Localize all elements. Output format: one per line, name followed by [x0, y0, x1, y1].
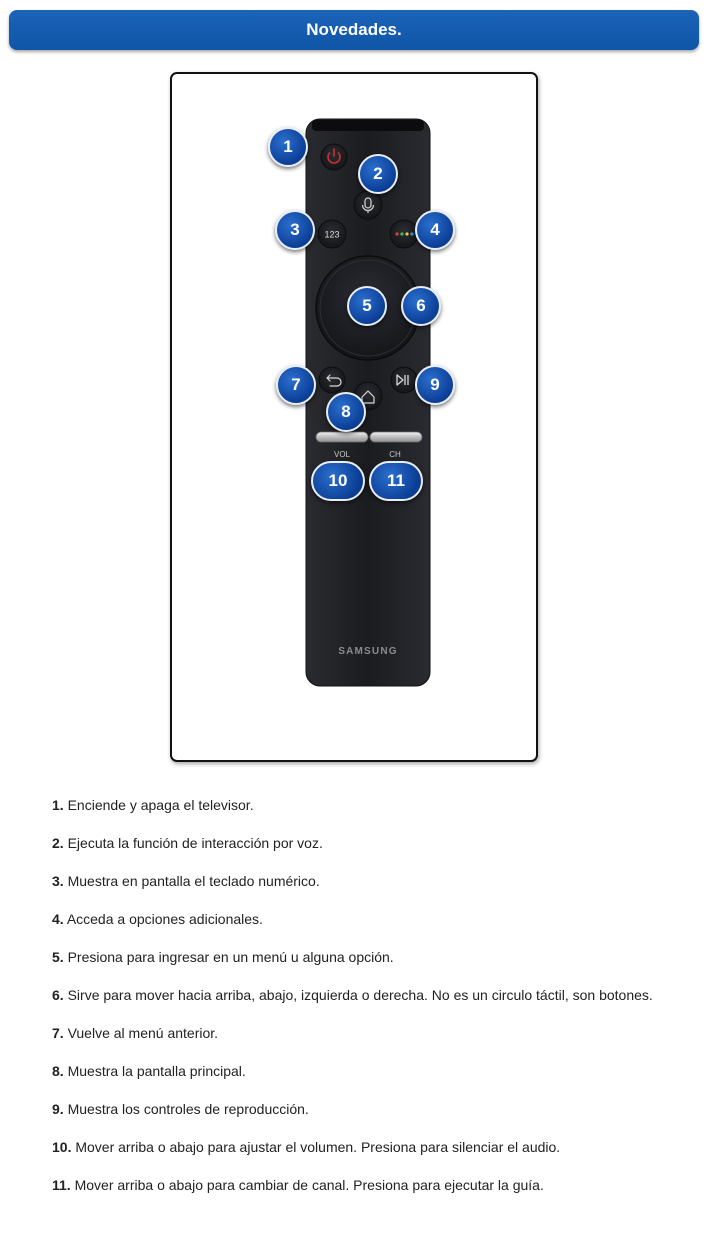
back-button: [318, 366, 346, 394]
item-text: Sirve para mover hacia arriba, abajo, iz…: [67, 987, 653, 1003]
item-number: 2.: [52, 835, 64, 851]
color-dot-green: [400, 232, 404, 236]
item-number: 10.: [52, 1139, 72, 1155]
callout-3: 3: [275, 210, 315, 250]
item-text: Acceda a opciones adicionales.: [66, 911, 263, 927]
remote-control-illustration: 123 VOL CH SAMSUNG: [305, 118, 431, 687]
item-number: 8.: [52, 1063, 64, 1079]
page-title-bar: Novedades.: [9, 10, 699, 50]
mic-button: [353, 190, 383, 220]
list-item: 5. Presiona para ingresar en un menú u a…: [52, 948, 653, 966]
list-item: 9. Muestra los controles de reproducción…: [52, 1100, 653, 1118]
item-number: 3.: [52, 873, 64, 889]
list-item: 3. Muestra en pantalla el teclado numéri…: [52, 872, 653, 890]
callout-8: 8: [326, 392, 366, 432]
play-pause-button: [390, 366, 418, 394]
power-icon: [327, 152, 341, 164]
volume-label: VOL: [334, 450, 351, 459]
item-text: Muestra la pantalla principal.: [67, 1063, 246, 1079]
callout-10: 10: [311, 461, 365, 501]
brand-logo: SAMSUNG: [338, 646, 398, 657]
item-number: 1.: [52, 797, 64, 813]
callout-4: 4: [415, 210, 455, 250]
item-number: 6.: [52, 987, 64, 1003]
list-item: 4. Acceda a opciones adicionales.: [52, 910, 653, 928]
item-text: Presiona para ingresar en un menú u algu…: [67, 949, 394, 965]
item-number: 7.: [52, 1025, 64, 1041]
number-keypad-label: 123: [324, 230, 339, 240]
channel-rocker: [369, 431, 423, 443]
remote-image-card: 123 VOL CH SAMSUNG 1 2 3 4 5 6 7 8 9 10 …: [170, 72, 538, 762]
item-number: 4.: [52, 911, 64, 927]
list-item: 11. Mover arriba o abajo para cambiar de…: [52, 1176, 653, 1194]
color-dot-blue: [410, 232, 414, 236]
item-text: Muestra los controles de reproducción.: [67, 1101, 309, 1117]
callout-1: 1: [268, 127, 308, 167]
color-dot-yellow: [405, 232, 409, 236]
play-pause-icon: [396, 374, 409, 386]
item-text: Ejecuta la función de interacción por vo…: [67, 835, 323, 851]
item-text: Enciende y apaga el televisor.: [67, 797, 254, 813]
item-number: 11.: [52, 1177, 71, 1193]
channel-label: CH: [389, 450, 401, 459]
page-title: Novedades.: [306, 20, 402, 39]
item-number: 9.: [52, 1101, 64, 1117]
ir-window: [312, 120, 424, 131]
callout-11: 11: [369, 461, 423, 501]
number-keypad-button: [317, 219, 347, 249]
mic-icon-stand: [361, 204, 375, 213]
list-item: 7. Vuelve al menú anterior.: [52, 1024, 653, 1042]
callout-2: 2: [358, 154, 398, 194]
list-item: 8. Muestra la pantalla principal.: [52, 1062, 653, 1080]
volume-rocker: [315, 431, 369, 443]
callout-9: 9: [415, 365, 455, 405]
callout-7: 7: [276, 365, 316, 405]
item-text: Mover arriba o abajo para ajustar el vol…: [75, 1139, 561, 1155]
callout-6: 6: [401, 286, 441, 326]
power-button: [320, 143, 348, 171]
callout-5: 5: [347, 286, 387, 326]
color-dot-red: [395, 232, 399, 236]
button-description-list: 1. Enciende y apaga el televisor. 2. Eje…: [52, 796, 653, 1214]
list-item: 10. Mover arriba o abajo para ajustar el…: [52, 1138, 653, 1156]
color-button: [389, 219, 419, 249]
list-item: 1. Enciende y apaga el televisor.: [52, 796, 653, 814]
list-item: 2. Ejecuta la función de interacción por…: [52, 834, 653, 852]
item-text: Vuelve al menú anterior.: [67, 1025, 219, 1041]
list-item: 6. Sirve para mover hacia arriba, abajo,…: [52, 986, 653, 1004]
item-text: Mover arriba o abajo para cambiar de can…: [74, 1177, 544, 1193]
back-icon: [326, 374, 342, 387]
item-number: 5.: [52, 949, 64, 965]
item-text: Muestra en pantalla el teclado numérico.: [67, 873, 320, 889]
mic-icon: [364, 197, 372, 209]
